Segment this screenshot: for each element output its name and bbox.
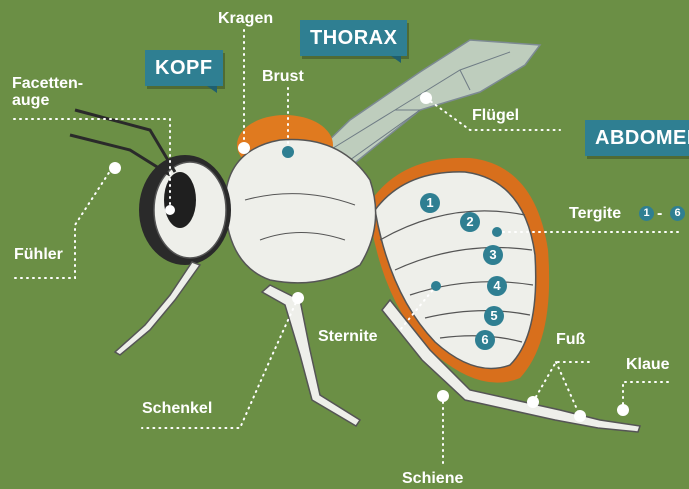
tergite-range-from-badge: 1 <box>639 206 654 221</box>
tergite-range-dash: - <box>657 205 662 222</box>
leader-klaue <box>623 382 672 410</box>
tag-kopf: KOPF <box>145 50 223 86</box>
dot-klaue <box>617 404 629 416</box>
dot-fuss <box>527 396 539 408</box>
label-tergite-text: Tergite <box>569 205 621 222</box>
tag-thorax: THORAX <box>300 20 407 56</box>
dot-schenkel <box>292 292 304 304</box>
label-klaue: Klaue <box>626 356 670 373</box>
dot-brust <box>282 146 294 158</box>
dot-fuehler <box>109 162 121 174</box>
label-sternite: Sternite <box>318 328 378 345</box>
segment-badge-5: 5 <box>484 306 504 326</box>
label-facettenauge-line1: Facetten- <box>12 75 83 92</box>
label-schenkel: Schenkel <box>142 400 212 417</box>
dot-fluegel <box>420 92 432 104</box>
label-brust: Brust <box>262 68 304 85</box>
dot-facettenauge <box>165 205 175 215</box>
segment-badge-2: 2 <box>460 212 480 232</box>
dot-fuss-2 <box>574 410 586 422</box>
dot-tergite <box>492 227 502 237</box>
label-kragen: Kragen <box>218 10 273 27</box>
head-illustration <box>70 110 231 265</box>
segment-badge-4: 4 <box>487 276 507 296</box>
label-schiene: Schiene <box>402 470 463 487</box>
abdomen-illustration <box>368 158 549 383</box>
tag-abdomen: ABDOMEN <box>585 120 689 156</box>
leader-fuss-2 <box>556 362 580 416</box>
dot-kragen <box>238 142 250 154</box>
segment-badge-6: 6 <box>475 330 495 350</box>
label-fluegel: Flügel <box>472 107 519 124</box>
label-tergite: Tergite <box>569 205 621 222</box>
leader-fuss <box>533 362 590 402</box>
label-fuss: Fuß <box>556 331 585 348</box>
segment-badge-3: 3 <box>483 245 503 265</box>
dot-sternite <box>431 281 441 291</box>
tergite-range-to-badge: 6 <box>670 206 685 221</box>
label-facettenauge-line2: auge <box>12 92 83 109</box>
segment-badge-1: 1 <box>420 193 440 213</box>
label-fuehler: Fühler <box>14 246 63 263</box>
dot-schiene <box>437 390 449 402</box>
label-facettenauge: Facetten- auge <box>12 75 83 109</box>
